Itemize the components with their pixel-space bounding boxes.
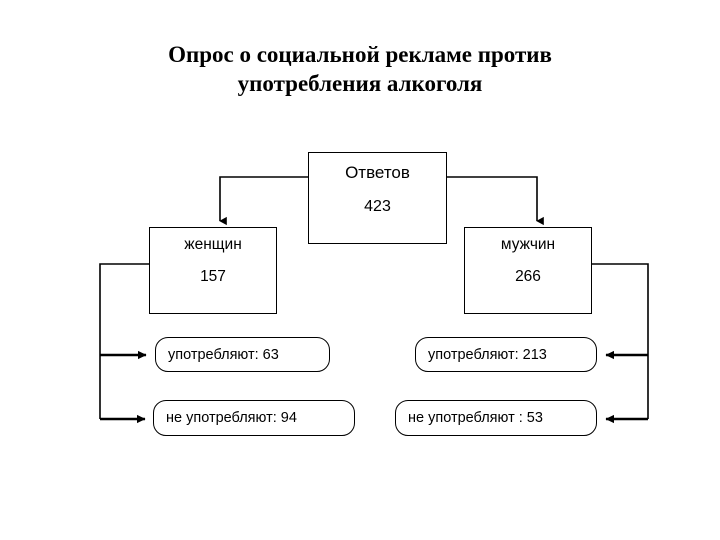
node-total-answers-label: Ответов <box>345 163 410 182</box>
leaf-men-abstain: не употребляют : 53 <box>395 400 597 436</box>
leaf-women-abstain: не употребляют: 94 <box>153 400 355 436</box>
node-women-label: женщин <box>184 236 242 253</box>
leaf-men-abstain-label: не употребляют : 53 <box>408 410 543 426</box>
page-title: Опрос о социальной рекламе против употре… <box>90 40 630 98</box>
node-total-answers-value: 423 <box>364 198 391 215</box>
node-women: женщин 157 <box>149 227 277 314</box>
node-men: мужчин 266 <box>464 227 592 314</box>
node-women-value: 157 <box>200 268 226 285</box>
page-title-line-1: Опрос о социальной рекламе против <box>168 42 552 67</box>
edge-total-to-women <box>219 176 308 226</box>
edge-men-spine <box>592 263 649 419</box>
node-men-value: 266 <box>515 268 541 285</box>
node-men-label: мужчин <box>500 236 556 253</box>
leaf-women-consume: употребляют: 63 <box>155 337 330 372</box>
leaf-men-consume: употребляют: 213 <box>415 337 597 372</box>
page-title-line-2: употребления алкоголя <box>237 71 483 96</box>
leaf-women-consume-label: употребляют: 63 <box>168 346 279 363</box>
leaf-men-consume-label: употребляют: 213 <box>428 346 547 363</box>
node-total-answers: Ответов 423 <box>308 152 447 244</box>
edge-women-spine <box>99 263 149 419</box>
edge-total-to-men <box>447 176 544 226</box>
leaf-women-abstain-label: не употребляют: 94 <box>166 410 297 426</box>
